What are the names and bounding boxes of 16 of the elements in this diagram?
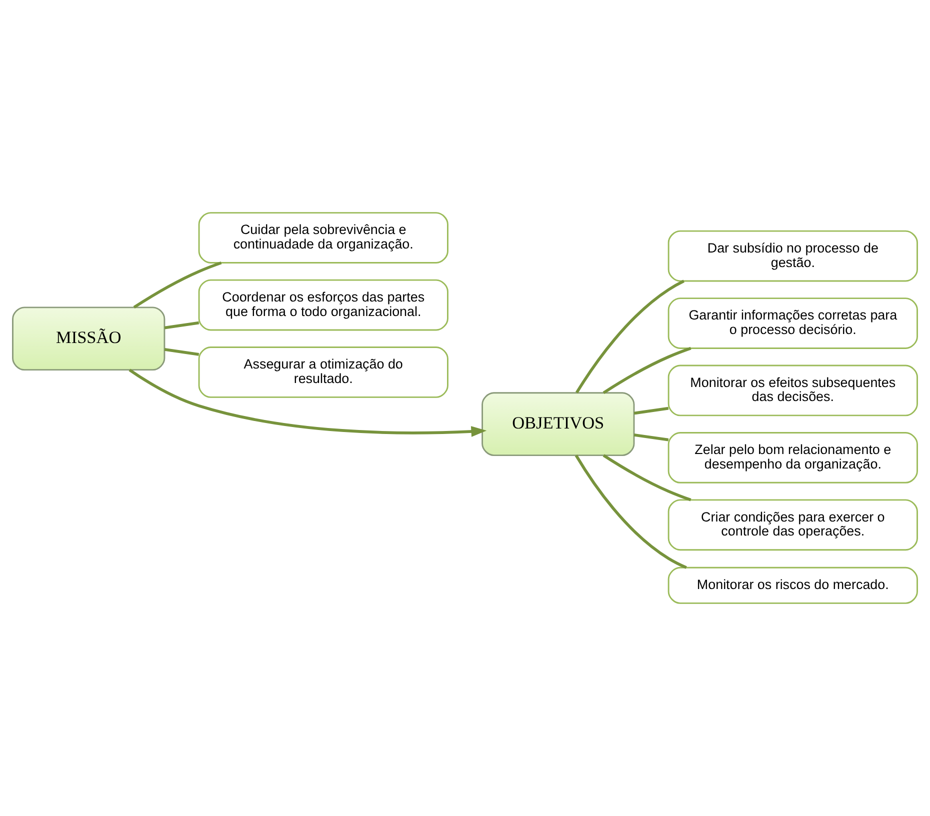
arrow <box>128 368 487 437</box>
node-box: Dar subsídio no processo de gestão. <box>668 230 918 282</box>
node-box: Monitorar os riscos do mercado. <box>668 566 918 604</box>
node-box: Cuidar pela sobrevivência e continuadade da organização. <box>198 212 448 264</box>
connector <box>634 433 669 442</box>
connector <box>164 321 200 330</box>
node-box: MISSÃO <box>12 306 166 371</box>
connector <box>634 406 669 415</box>
node-box: Garantir informações corretas para o processo decisório. <box>668 298 918 349</box>
node-box: Assegurar a otimização do resultado. <box>198 346 448 398</box>
connector <box>164 348 200 356</box>
node-box: OBJETIVOS <box>482 392 635 456</box>
node-box: Criar condições para exercer o controle das operações. <box>668 499 918 551</box>
node-box: Zelar pelo bom relacionamento e desempenho da organização. <box>668 432 918 484</box>
node-box: Monitorar os efeitos subsequentes das decisões. <box>668 364 918 416</box>
node-box: Coordenar os esforços das partes que forma o todo organizacional. <box>198 279 448 331</box>
